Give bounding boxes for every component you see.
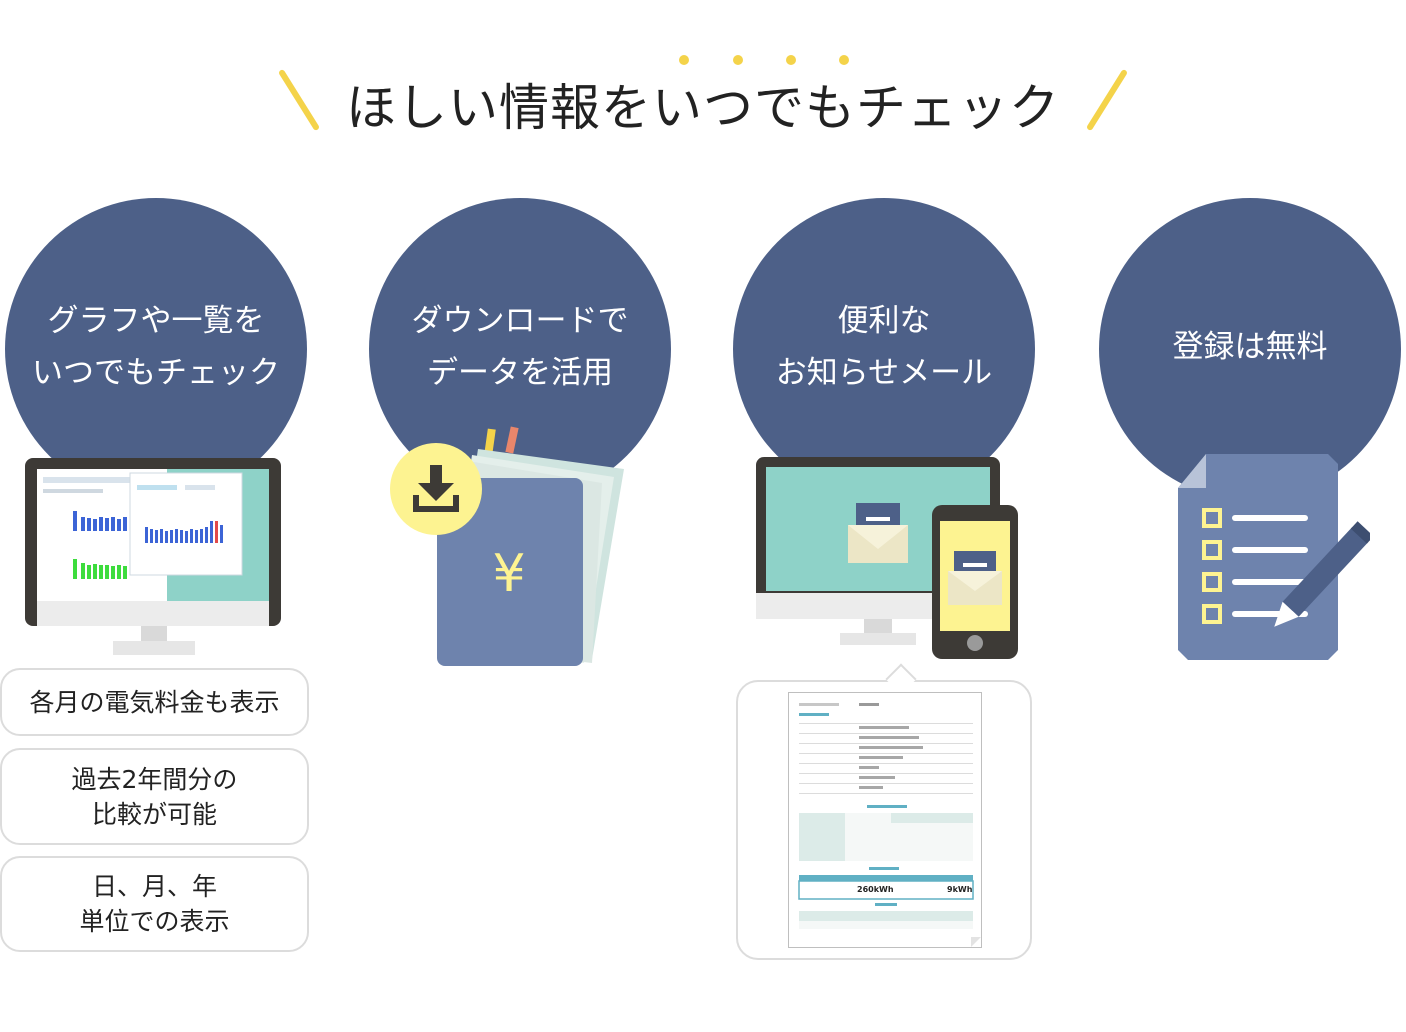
detail-line: 日、月、年 [91, 872, 217, 901]
mail-devices-icon [756, 457, 1018, 659]
feature-circle-line1: 登録は無料 [1172, 329, 1328, 365]
feature-circle-line1: ダウンロードで [411, 303, 629, 339]
detail-line: 過去2年間分の [71, 764, 238, 794]
title-dot [839, 55, 849, 65]
feature-circle-line2: いつでもチェック [32, 355, 280, 391]
feature-circle-mail: 便利な お知らせメール [733, 198, 1035, 500]
email-document-lines [798, 703, 981, 947]
feature-circle-line2: データを活用 [427, 355, 613, 391]
checklist-form-icon [1178, 454, 1370, 660]
detail-line: 比較が可能 [91, 799, 217, 829]
title-dot [679, 55, 689, 65]
detail-line: 単位での表示 [79, 907, 230, 936]
detail-box-monthly-fee: 各月の電気料金も表示 [0, 668, 309, 736]
feature-circle-line2: お知らせメール [775, 355, 993, 391]
detail-box-comparison: 過去2年間分の 比較が可能 [0, 748, 309, 845]
feature-circle-line1: 便利な [837, 303, 931, 339]
download-document-icon: ¥ [390, 426, 624, 666]
detail-line: 各月の電気料金も表示 [29, 687, 280, 717]
email-usage-value-1: 260kWh [857, 885, 894, 894]
title-dot [733, 55, 743, 65]
detail-box-period: 日、月、年 単位での表示 [0, 856, 309, 952]
feature-circle-line1: グラフや一覧を [47, 303, 265, 339]
email-usage-value-2: 9kWh [947, 885, 973, 894]
email-document-preview: 260kWh 9kWh [788, 692, 982, 948]
feature-circle-graph: グラフや一覧を いつでもチェック [5, 198, 307, 500]
title-dot [786, 55, 796, 65]
page-title: ほしい情報をいつでもチェック [346, 79, 1060, 137]
feature-circle-free: 登録は無料 [1099, 198, 1401, 500]
yen-symbol: ¥ [492, 544, 525, 604]
monitor-graph-icon [25, 458, 281, 655]
